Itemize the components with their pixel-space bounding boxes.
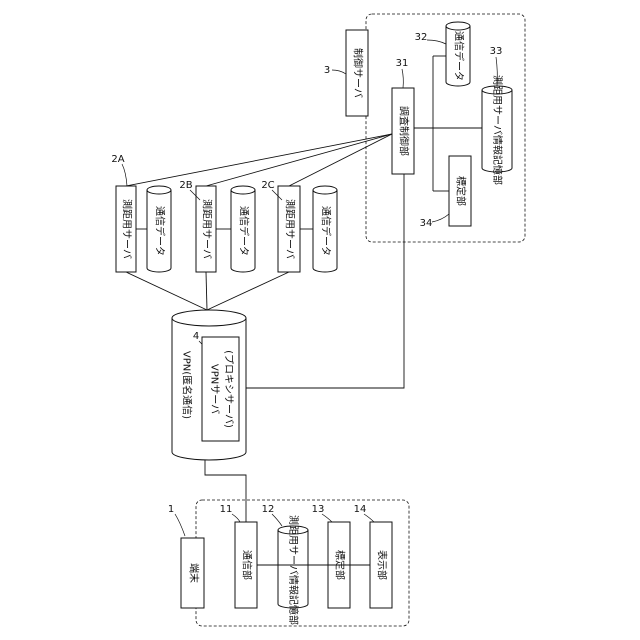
control-calibration-ref: 34 [420, 218, 433, 229]
investigation-control-ref-leader [402, 69, 403, 88]
control-ranging-server-info-storage-cylinder: 測距用サーバ情報記憶部 [482, 75, 512, 185]
communication-unit-ref-leader [232, 514, 240, 522]
communication-unit-ref: 11 [220, 504, 233, 515]
server-2a-to-vpn-link [126, 272, 207, 310]
communication-unit-box: 通信部 [235, 522, 257, 608]
ranging-server-info-storage-label: 測距用サーバ情報記憶部 [288, 515, 301, 625]
investigation-control-unit-box: 調査制御部 [392, 88, 414, 174]
server-2b-to-vpn-link [206, 272, 207, 310]
communication-unit-label: 通信部 [241, 550, 254, 580]
communication-data-2a-cylinder: 通信データ [147, 186, 171, 272]
proxy-server-label: (プロキシサーバ) [223, 350, 235, 428]
ranging-server-2c-label: 測距用サーバ [284, 199, 297, 259]
ranging-server-2a: 測距用サーバ [116, 186, 136, 272]
control-storage-ref: 33 [490, 46, 503, 57]
control-calibration-unit-label: 標定部 [455, 176, 468, 206]
communication-data-2c-label: 通信データ [320, 206, 333, 256]
control-comm-data-ref: 32 [415, 32, 428, 43]
control-communication-data-label: 通信データ [453, 31, 466, 81]
control-calibration-unit-box: 標定部 [449, 156, 471, 226]
ranging-server-2b-label: 測距用サーバ [201, 199, 214, 259]
communication-data-2c-cylinder: 通信データ [313, 186, 337, 272]
control-to-server-2c-link [289, 134, 392, 186]
control-to-server-2b-link [206, 134, 392, 186]
communication-data-2b-cylinder: 通信データ [231, 186, 255, 272]
server-2a-ref: 2A [111, 154, 124, 165]
storage-ref: 12 [262, 504, 275, 515]
control-server-label: 制御サーバ [352, 48, 365, 98]
communication-data-2a-label: 通信データ [154, 206, 167, 256]
terminal-box: 端末 [181, 538, 204, 608]
control-comm-data-ref-leader [427, 40, 446, 44]
terminal-ref-leader [175, 514, 185, 536]
control-server-box: 制御サーバ [346, 30, 368, 116]
vpn-label: VPN(匿名通信) [181, 351, 194, 419]
vpn-server-box: VPNサーバ (プロキシサーバ) [202, 337, 239, 441]
investigation-control-ref: 31 [396, 58, 409, 69]
control-to-server-2a-link [126, 134, 392, 186]
server-2b-ref: 2B [179, 180, 192, 191]
calibration-ref: 13 [312, 504, 325, 515]
calibration-ref-leader [322, 514, 332, 522]
server-2c-to-vpn-link [207, 272, 289, 310]
control-ranging-server-info-storage-label: 測距用サーバ情報記憶部 [492, 75, 505, 185]
terminal-label: 端末 [188, 563, 201, 583]
display-ref: 14 [354, 504, 367, 515]
server-2c-ref: 2C [261, 180, 274, 191]
display-ref-leader [364, 514, 374, 522]
terminal-ref: 1 [168, 504, 174, 515]
control-server-ref: 3 [324, 65, 330, 76]
display-unit-box: 表示部 [370, 522, 392, 608]
control-calibration-ref-leader [432, 214, 449, 222]
communication-data-2b-label: 通信データ [238, 206, 251, 256]
ranging-server-info-storage-cylinder: 測距用サーバ情報記憶部 [278, 515, 308, 625]
server-2a-ref-leader [122, 164, 127, 186]
control-server-ref-leader [332, 70, 346, 74]
vpn-ref: 4 [193, 331, 199, 342]
display-unit-label: 表示部 [376, 550, 389, 580]
control-communication-data-cylinder: 通信データ [446, 22, 470, 86]
storage-ref-leader [272, 514, 282, 526]
investigation-control-unit-label: 調査制御部 [398, 106, 411, 156]
vpn-server-label: VPNサーバ [209, 364, 221, 414]
ranging-server-2a-label: 測距用サーバ [121, 199, 134, 259]
